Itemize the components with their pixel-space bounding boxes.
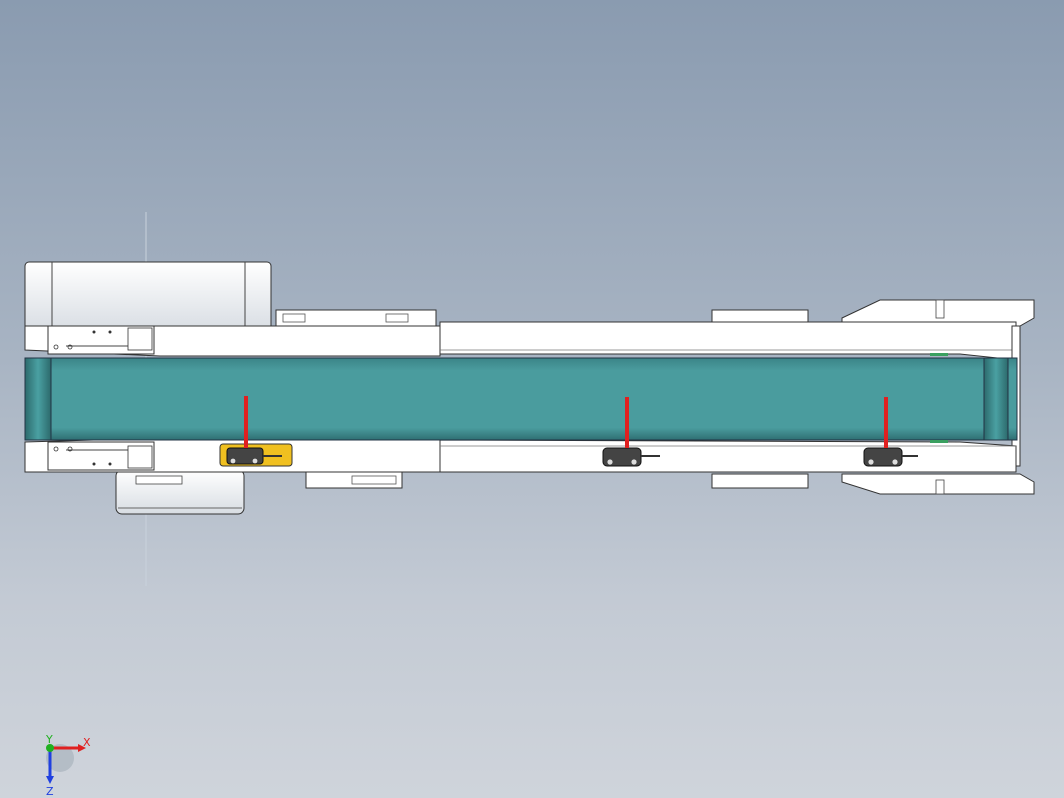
sensor-beam (625, 397, 629, 448)
top-bracket-1[interactable] (275, 309, 437, 329)
sensor-beam (884, 397, 888, 448)
tail-marker-top (930, 353, 948, 356)
sensor-1[interactable] (219, 396, 293, 467)
y-axis-label: Y (45, 733, 53, 746)
x-axis-label: X (83, 736, 91, 749)
tail-marker-bottom (930, 440, 948, 443)
conveyor-belt[interactable] (24, 357, 1018, 441)
drive-end-plate-top[interactable] (47, 325, 155, 355)
z-axis-label: Z (46, 785, 54, 798)
tail-end-frame[interactable] (841, 299, 1035, 495)
orientation-triad[interactable]: X Y Z (45, 733, 91, 798)
bottom-bracket-1[interactable] (305, 469, 403, 489)
motor-housing[interactable] (24, 261, 272, 333)
gearbox[interactable] (115, 469, 245, 515)
sensor-3[interactable] (863, 397, 918, 467)
bottom-bracket-2[interactable] (711, 473, 809, 489)
drive-end-plate-bottom[interactable] (47, 441, 155, 471)
sensor-2[interactable] (602, 397, 660, 467)
sensor-beam (244, 396, 248, 448)
